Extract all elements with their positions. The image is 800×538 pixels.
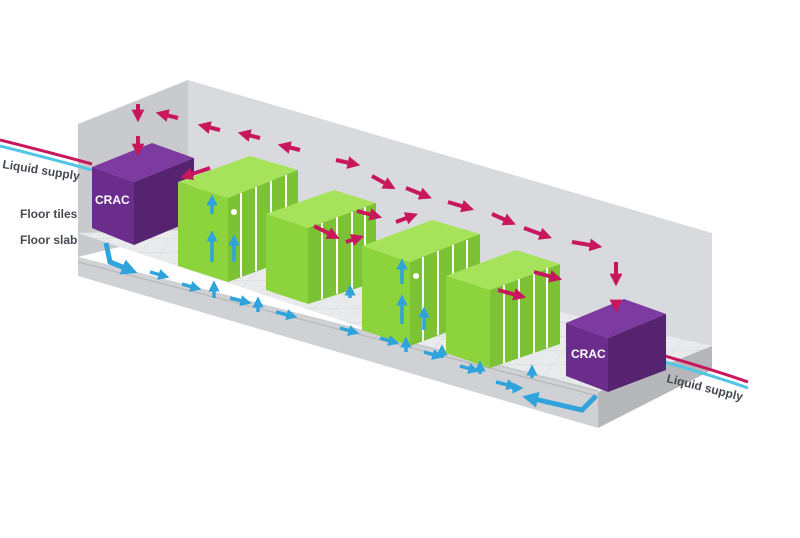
back-wall bbox=[188, 80, 712, 346]
floor-tiles-label: Floor tiles bbox=[20, 207, 78, 221]
floor-slab-front bbox=[78, 257, 598, 428]
rack-row-2 bbox=[266, 190, 376, 304]
floor-slab-label: Floor slab bbox=[20, 233, 77, 247]
liquid-supply-label-left: Liquid supply bbox=[2, 157, 82, 183]
hot-air-arrow-icon bbox=[131, 104, 623, 313]
crac-label-right: CRAC bbox=[571, 347, 606, 361]
crac-label-left: CRAC bbox=[95, 193, 130, 207]
crac-unit-left bbox=[92, 143, 194, 245]
rack-row-4 bbox=[446, 250, 560, 368]
crac-unit-right bbox=[566, 299, 666, 392]
slab-edge bbox=[77, 261, 599, 397]
cold-air-arrow-icon bbox=[103, 194, 598, 413]
